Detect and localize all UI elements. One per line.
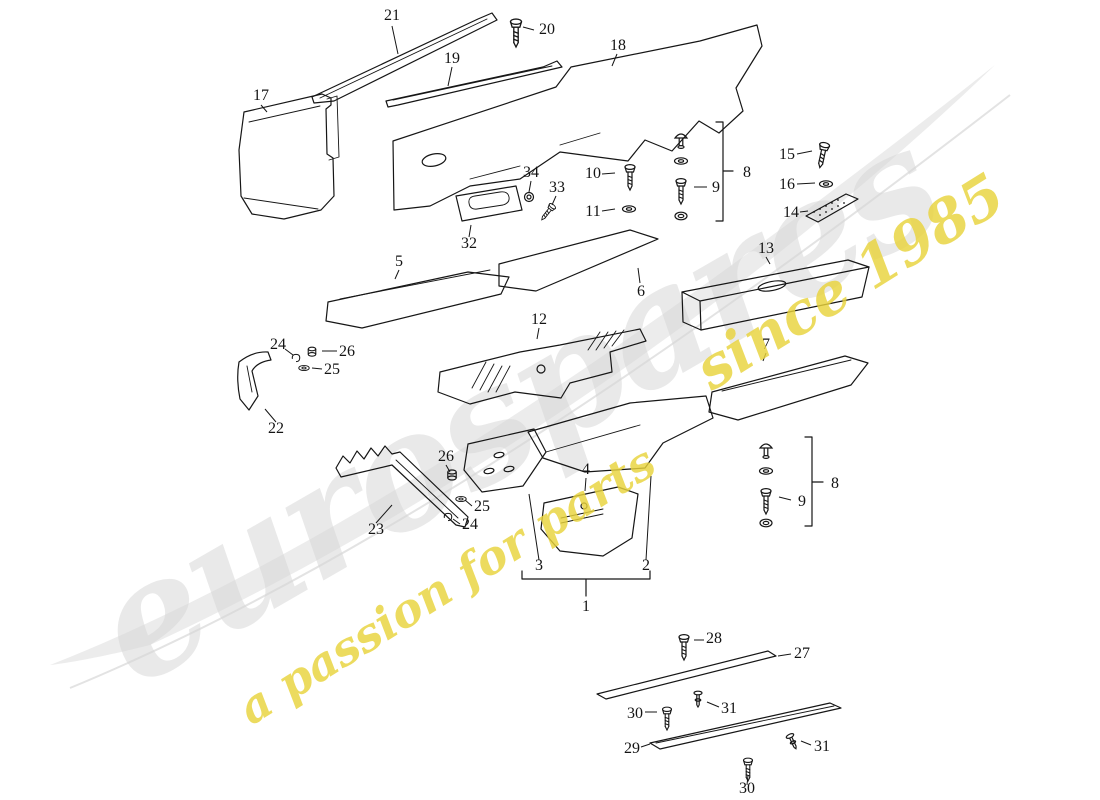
callout-23: 23 [368, 521, 384, 538]
callout-19: 19 [444, 50, 460, 67]
callout-34: 34 [523, 164, 539, 181]
callout-25b: 25 [474, 498, 490, 515]
part-33-stud [538, 202, 557, 223]
callout-17: 17 [253, 87, 269, 104]
callout-26b: 26 [438, 448, 454, 465]
part-18-panel [392, 24, 763, 211]
part-20-screw [509, 18, 523, 48]
watermark-swoosh-line [69, 94, 1011, 689]
callout-6: 6 [637, 283, 645, 300]
part-drawings [237, 12, 870, 782]
part-32-plate [455, 185, 523, 222]
callout-31: 31 [721, 700, 737, 717]
callouts: 21 20 19 18 17 34 33 10 11 9 8 15 16 14 … [253, 7, 839, 797]
callout-27: 27 [794, 645, 810, 662]
part-4-mat [540, 486, 639, 557]
callout-30b: 30 [739, 780, 755, 797]
bracket-group-1 [521, 570, 651, 597]
callout-29: 29 [624, 740, 640, 757]
callout-24: 24 [270, 336, 286, 353]
fastener-group-lower [758, 436, 824, 528]
part-3-mat [463, 428, 547, 493]
part-26-stud [307, 346, 317, 357]
bracket-8-top [715, 121, 734, 222]
callout-26: 26 [339, 343, 355, 360]
callout-21: 21 [384, 7, 400, 24]
bracket-8-lower [804, 436, 824, 527]
callout-4: 4 [582, 461, 590, 478]
callout-32: 32 [461, 235, 477, 252]
callout-9-top: 9 [712, 179, 720, 196]
callout-31b: 31 [814, 738, 830, 755]
callout-25: 25 [324, 361, 340, 378]
callout-22: 22 [268, 420, 284, 437]
part-12-floor-panel [437, 328, 647, 405]
part-22-bracket [237, 351, 272, 411]
part-23-serrated-bracket [335, 445, 469, 528]
part-30-screw [661, 706, 673, 731]
callout-13: 13 [758, 240, 774, 257]
callout-12: 12 [531, 311, 547, 328]
callout-33: 33 [549, 179, 565, 196]
part-27-strip [596, 650, 777, 700]
part-31b-rivet [785, 732, 801, 751]
callout-1: 1 [582, 598, 590, 615]
callout-8-top: 8 [743, 164, 751, 181]
leader-lines [260, 25, 816, 786]
part-31-rivet [693, 690, 703, 708]
callout-16: 16 [779, 176, 795, 193]
callout-18: 18 [610, 37, 626, 54]
part-28-screw [678, 633, 690, 661]
part-5-panel [325, 269, 510, 329]
callout-10: 10 [585, 165, 601, 182]
callout-2: 2 [642, 557, 650, 574]
callout-11: 11 [585, 203, 600, 220]
callout-8-lower: 8 [831, 475, 839, 492]
callout-3: 3 [535, 557, 543, 574]
part-11-nut [621, 205, 637, 213]
callout-30: 30 [627, 705, 643, 722]
part-24-clip [291, 353, 301, 363]
callout-9-lower: 9 [798, 493, 806, 510]
callout-7: 7 [762, 336, 770, 353]
callout-28: 28 [706, 630, 722, 647]
callout-24b: 24 [462, 516, 478, 533]
part-25-washer [298, 364, 310, 372]
part-19-strip [385, 60, 563, 108]
part-21-strip [311, 12, 498, 104]
part-10-screw [624, 164, 636, 191]
part-17-side-panel [238, 93, 340, 220]
part-2-mat [527, 395, 714, 473]
callout-5: 5 [395, 253, 403, 270]
fastener-group-top [673, 121, 734, 222]
part-14-perforated-plate [805, 193, 859, 223]
callout-20: 20 [539, 21, 555, 38]
part-7-panel [708, 355, 869, 421]
part-13-tray [681, 259, 870, 331]
part-6-panel [498, 229, 659, 292]
part-34-washer [523, 191, 535, 203]
callout-15: 15 [779, 146, 795, 163]
part-29-strip [649, 702, 842, 750]
callout-14: 14 [783, 204, 799, 221]
